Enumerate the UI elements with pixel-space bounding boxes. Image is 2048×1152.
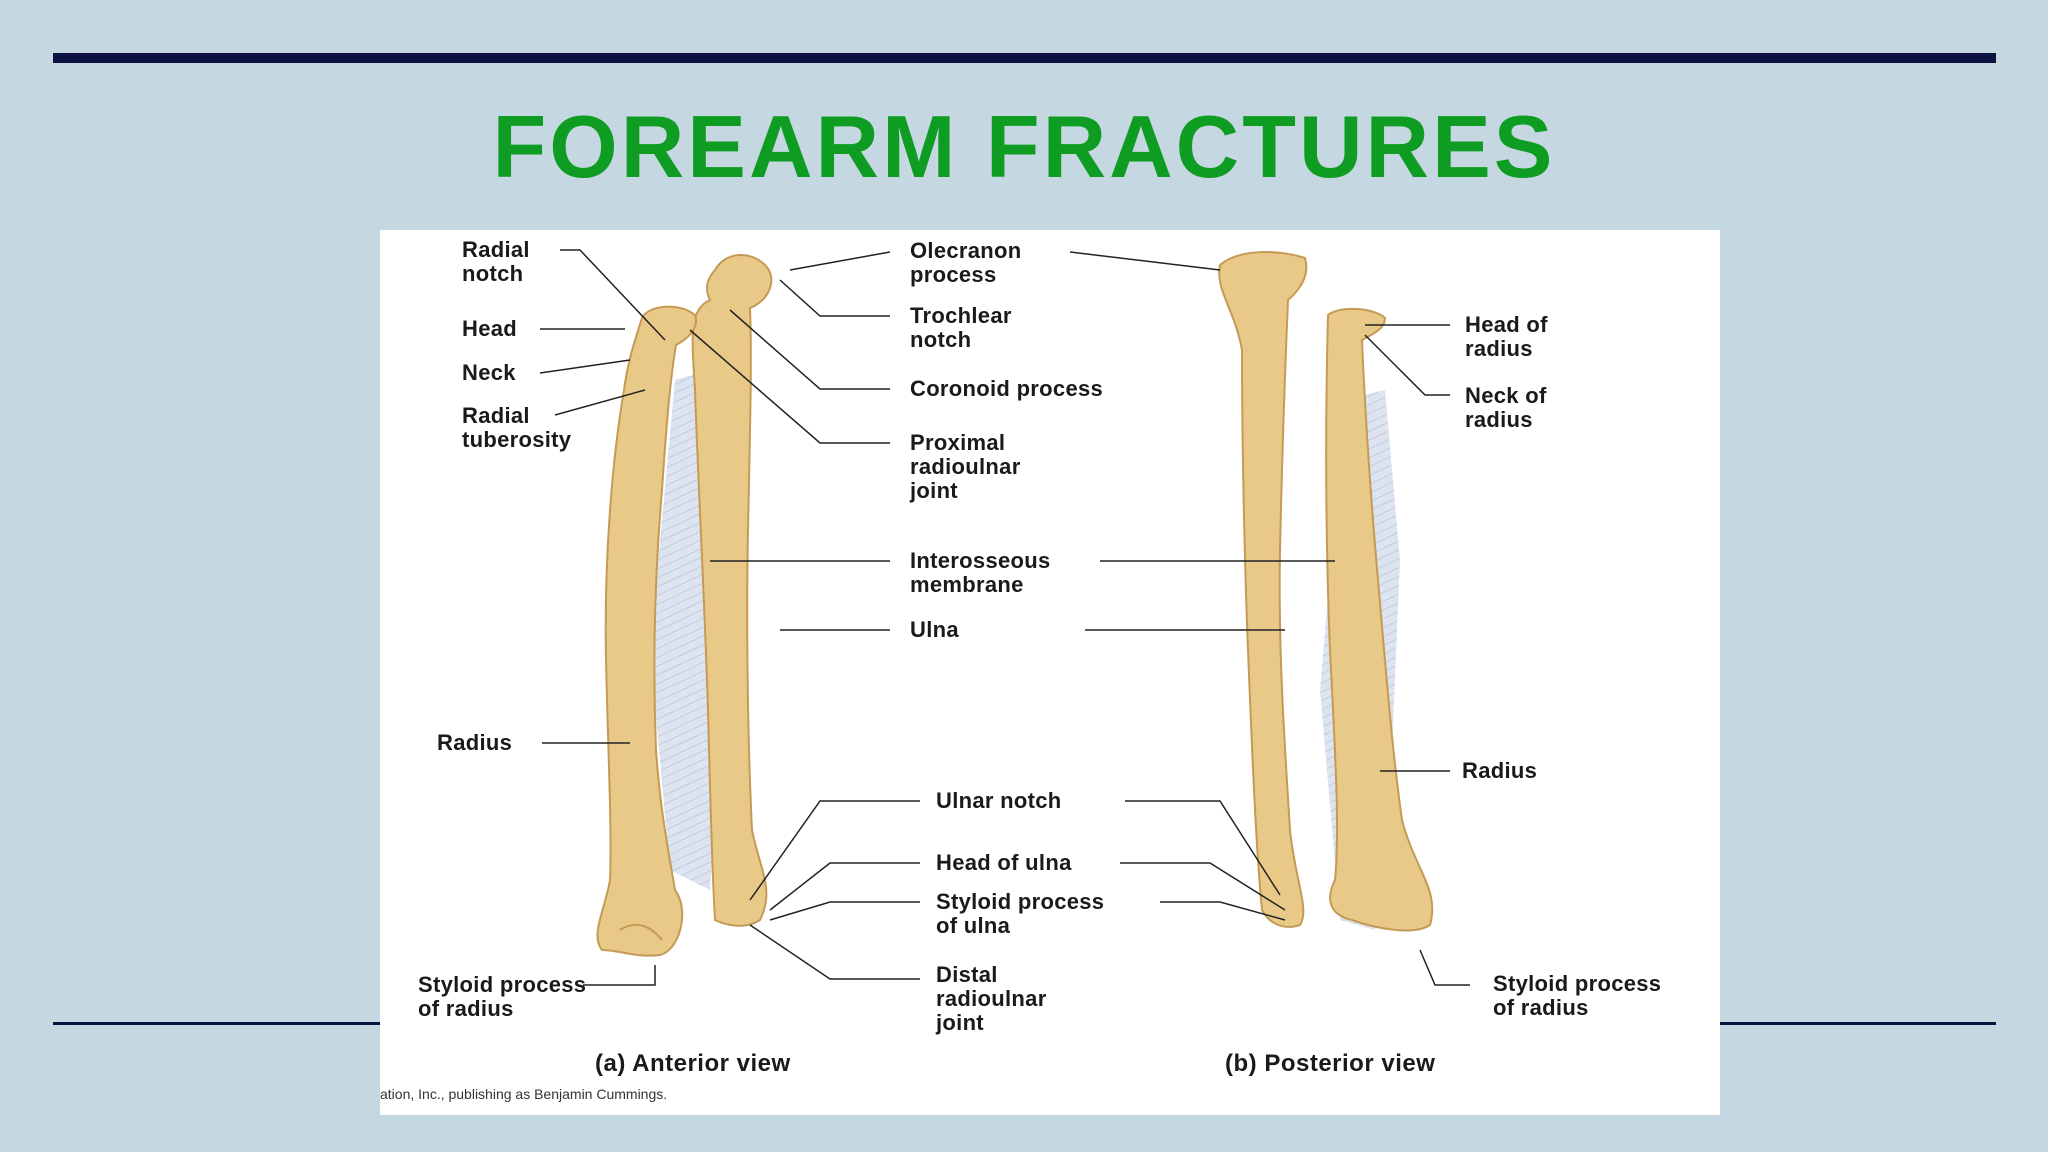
- anterior-radius: [596, 305, 697, 957]
- top-rule: [53, 53, 1996, 63]
- label-proximal-joint: Proximal radioulnar joint: [910, 430, 1021, 503]
- label-neck: Neck: [462, 360, 516, 385]
- label-styloid-radius-posterior: Styloid process of radius: [1493, 971, 1662, 1020]
- forearm-illustration: [539, 249, 1470, 986]
- label-neck-radius: Neck of radius: [1465, 383, 1547, 432]
- label-radius-anterior: Radius: [437, 730, 513, 755]
- anterior-ulna: [691, 253, 773, 927]
- label-ulnar-notch: Ulnar notch: [936, 788, 1062, 813]
- label-radial-tuberosity: Radial tuberosity: [462, 403, 572, 452]
- label-styloid-ulna: Styloid process of ulna: [936, 889, 1105, 938]
- label-radius-posterior: Radius: [1462, 758, 1538, 783]
- caption-posterior: (b) Posterior view: [1225, 1050, 1436, 1077]
- posterior-leader-lines: [1069, 251, 1470, 986]
- posterior-bones: [1218, 251, 1434, 932]
- label-head-ulna: Head of ulna: [936, 850, 1072, 875]
- figure-credit: ation, Inc., publishing as Benjamin Cumm…: [380, 1086, 668, 1102]
- label-head: Head: [462, 316, 517, 341]
- label-trochlear-notch: Trochlear notch: [910, 303, 1012, 352]
- label-head-radius: Head of radius: [1465, 312, 1548, 361]
- posterior-ulna: [1218, 251, 1308, 928]
- label-coronoid: Coronoid process: [910, 376, 1104, 401]
- label-styloid-radius-anterior: Styloid process of radius: [418, 972, 587, 1021]
- anterior-bones: [596, 253, 773, 957]
- posterior-radius: [1325, 307, 1434, 932]
- label-distal-joint: Distal radioulnar joint: [936, 962, 1047, 1035]
- page-title: FOREARM FRACTURES: [492, 97, 1556, 196]
- caption-anterior: (a) Anterior view: [595, 1050, 791, 1077]
- label-radial-notch: Radial notch: [462, 237, 530, 286]
- anterior-leader-lines: [539, 249, 920, 986]
- forearm-diagram: Radial notch Head Neck Radial tuberosity…: [380, 230, 1720, 1115]
- label-ulna: Ulna: [910, 617, 959, 642]
- label-olecranon: Olecranon process: [910, 238, 1022, 287]
- label-interosseous: Interosseous membrane: [910, 548, 1051, 597]
